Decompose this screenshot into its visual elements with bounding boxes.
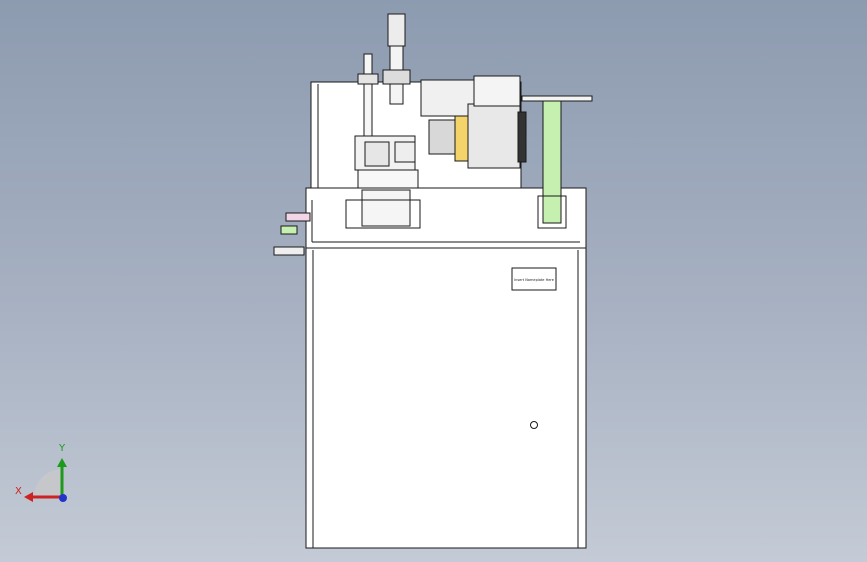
motor-cap: [428, 119, 456, 155]
y-arrowhead-icon: [57, 458, 67, 467]
bottom-fitting: [273, 246, 305, 256]
tube-bracket: [537, 195, 567, 229]
spindle-motor: [387, 13, 406, 47]
lower-cabinet: [305, 247, 587, 549]
triad-x-label: X: [15, 486, 22, 497]
nameplate: [511, 267, 557, 291]
arm-plate: [521, 95, 593, 102]
guide-rod: [363, 53, 373, 139]
pink-fitting: [285, 212, 311, 222]
triad-y-label: Y: [59, 443, 66, 454]
gearbox: [420, 79, 477, 117]
motor-flange-yellow: [454, 115, 470, 162]
spindle-clamp: [382, 69, 411, 85]
motor-body: [467, 103, 521, 169]
z-axis-dot-icon: [59, 494, 67, 502]
fixture-block: [361, 189, 411, 227]
motor-frame: [473, 75, 521, 107]
green-fitting: [280, 225, 298, 235]
x-arrowhead-icon: [24, 492, 33, 502]
orientation-triad[interactable]: [24, 458, 67, 502]
green-tube: [542, 100, 562, 224]
nameplate-text: Insert Nameplate Here: [514, 278, 554, 282]
tool-base: [357, 169, 419, 189]
rod-clamp: [357, 73, 379, 85]
fixture-base: [345, 199, 421, 229]
triad-plane-icon: [34, 469, 62, 497]
motor-fin-pack: [517, 111, 527, 163]
tool-head-block: [364, 141, 390, 167]
tool-head-side: [394, 141, 416, 163]
door-lock-icon[interactable]: [530, 421, 538, 429]
